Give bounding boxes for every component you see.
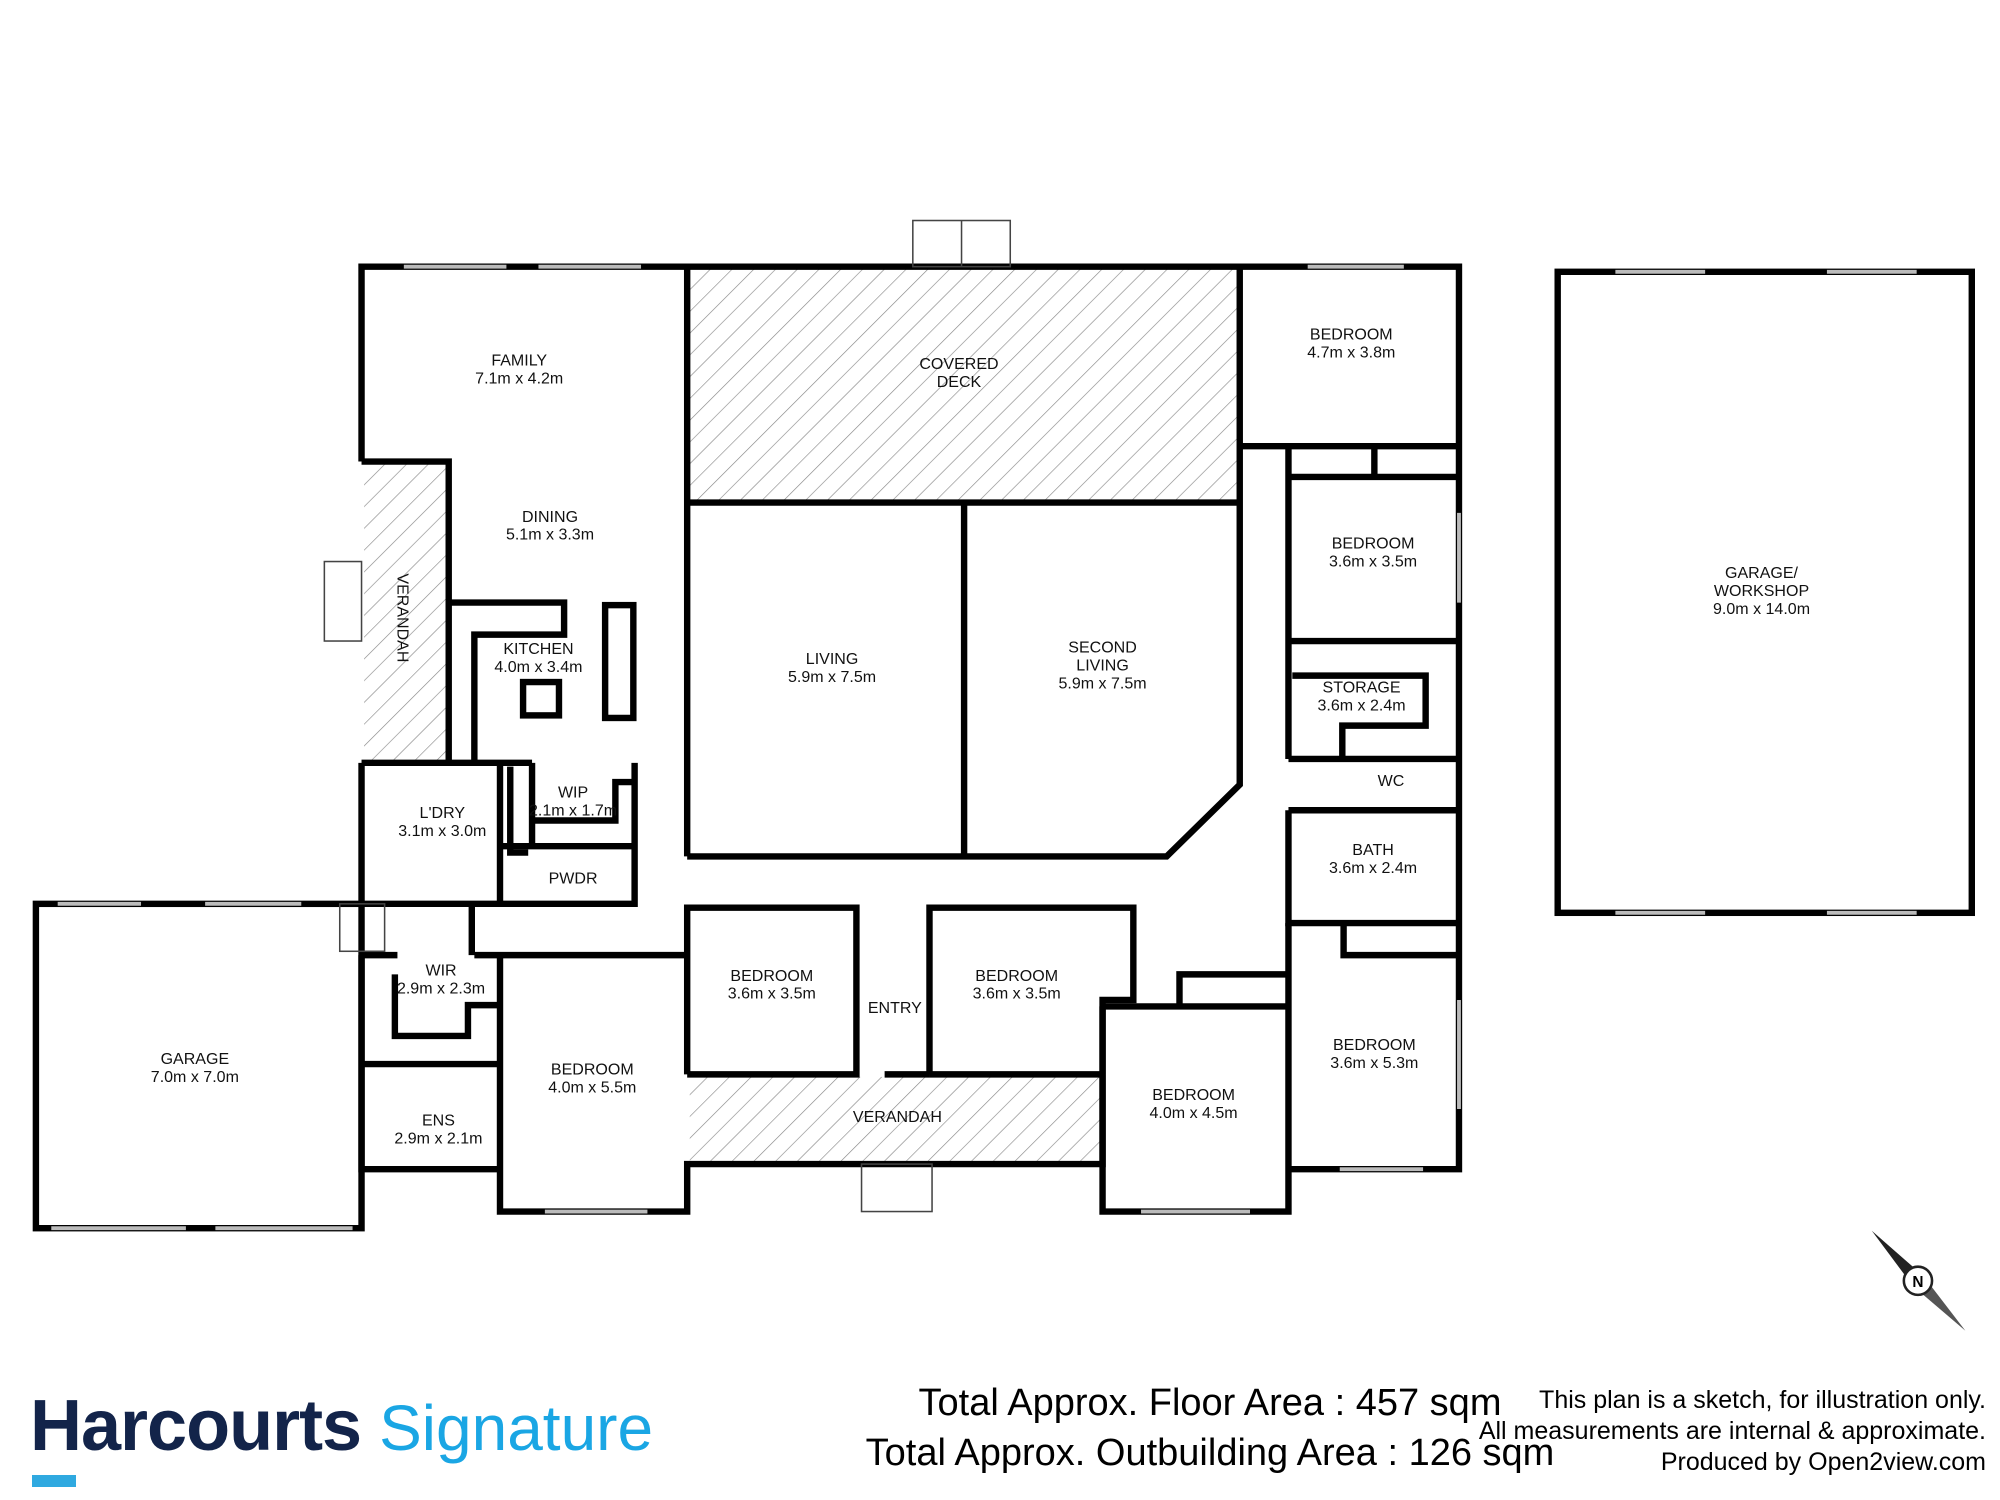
room-dimensions: 4.0m x 3.4m [494, 658, 582, 676]
room-dimensions: 7.0m x 7.0m [151, 1068, 239, 1086]
room-name: ENS [422, 1112, 455, 1130]
room-name: DECK [937, 373, 982, 391]
room-name: SECOND [1068, 639, 1137, 657]
room-name: WC [1378, 772, 1405, 790]
room-dimensions: 5.9m x 7.5m [788, 668, 876, 686]
room-label-verandah-front: VERANDAH [853, 1108, 942, 1126]
room-name: KITCHEN [503, 640, 573, 658]
room-name: FAMILY [491, 351, 547, 369]
room-label-entry: ENTRY [868, 999, 922, 1017]
disclaimer-line: All measurements are internal & approxim… [1478, 1417, 1986, 1445]
room-name: GARAGE [161, 1050, 230, 1068]
covered-deck-area [689, 269, 1238, 503]
room-dimensions: 3.6m x 5.3m [1330, 1054, 1418, 1072]
room-name: BATH [1352, 841, 1394, 859]
room-name: BEDROOM [975, 967, 1058, 985]
room-name: BEDROOM [730, 967, 813, 985]
outbuilding-area: Total Approx. Outbuilding Area : 126 sqm [865, 1432, 1555, 1474]
brand-name: Harcourts [30, 1386, 362, 1466]
room-dimensions: 2.9m x 2.3m [397, 980, 485, 998]
room-label-verandah-side: VERANDAH [393, 573, 411, 662]
room-dimensions: 3.6m x 2.4m [1317, 696, 1405, 714]
room-name: GARAGE/ [1725, 564, 1799, 582]
compass-north-label: N [1912, 1274, 1923, 1291]
room-label-wc: WC [1378, 772, 1405, 790]
room-name: L'DRY [420, 804, 466, 822]
room-name: STORAGE [1323, 678, 1401, 696]
room-dimensions: 3.1m x 3.0m [398, 822, 486, 840]
disclaimer-line: Produced by Open2view.com [1660, 1448, 1986, 1476]
room-dimensions: 3.6m x 3.5m [1329, 553, 1417, 571]
side-verandah-area [364, 464, 447, 763]
room-dimensions: 7.1m x 4.2m [475, 369, 563, 387]
front-verandah-area [689, 1076, 1100, 1165]
room-name: ENTRY [868, 999, 922, 1017]
room-name: WIR [425, 962, 456, 980]
room-name: COVERED [919, 355, 998, 373]
room-name: BEDROOM [1310, 326, 1393, 344]
room-name: DINING [522, 508, 578, 526]
room-dimensions: 3.6m x 3.5m [973, 985, 1061, 1003]
room-name: BEDROOM [1332, 535, 1415, 553]
room-dimensions: 5.9m x 7.5m [1059, 674, 1147, 692]
room-name: LIVING [1076, 657, 1129, 675]
room-dimensions: 3.6m x 3.5m [728, 985, 816, 1003]
disclaimer: This plan is a sketch, for illustration … [1479, 1385, 1986, 1478]
brand-sub: Signature [379, 1392, 654, 1464]
room-name: BEDROOM [1152, 1086, 1235, 1104]
walls [32, 219, 1975, 1232]
room-name: LIVING [806, 650, 859, 668]
brand-square [32, 1475, 76, 1487]
room-dimensions: 4.0m x 5.5m [548, 1078, 636, 1096]
room-name: BEDROOM [1333, 1036, 1416, 1054]
room-name: PWDR [549, 869, 598, 887]
room-dimensions: 4.0m x 4.5m [1150, 1104, 1238, 1122]
room-name: VERANDAH [393, 573, 411, 662]
room-dimensions: 5.1m x 3.3m [506, 526, 594, 544]
room-name: BEDROOM [551, 1060, 634, 1078]
room-name: VERANDAH [853, 1108, 942, 1126]
room-dimensions: 3.6m x 2.4m [1329, 859, 1417, 877]
room-name: WORKSHOP [1714, 582, 1809, 600]
room-dimensions: 2.9m x 2.1m [394, 1130, 482, 1148]
room-label-pwdr: PWDR [549, 869, 598, 887]
floor-area: Total Approx. Floor Area : 457 sqm [918, 1382, 1502, 1424]
compass: N [1871, 1230, 1966, 1331]
room-dimensions: 4.7m x 3.8m [1307, 344, 1395, 362]
room-name: WIP [558, 783, 588, 801]
area-summary: Total Approx. Floor Area : 457 sqm Total… [640, 1378, 1780, 1478]
room-dimensions: 9.0m x 14.0m [1713, 600, 1810, 618]
room-dimensions: 2.1m x 1.7m [529, 801, 617, 819]
disclaimer-line: This plan is a sketch, for illustration … [1539, 1386, 1986, 1414]
